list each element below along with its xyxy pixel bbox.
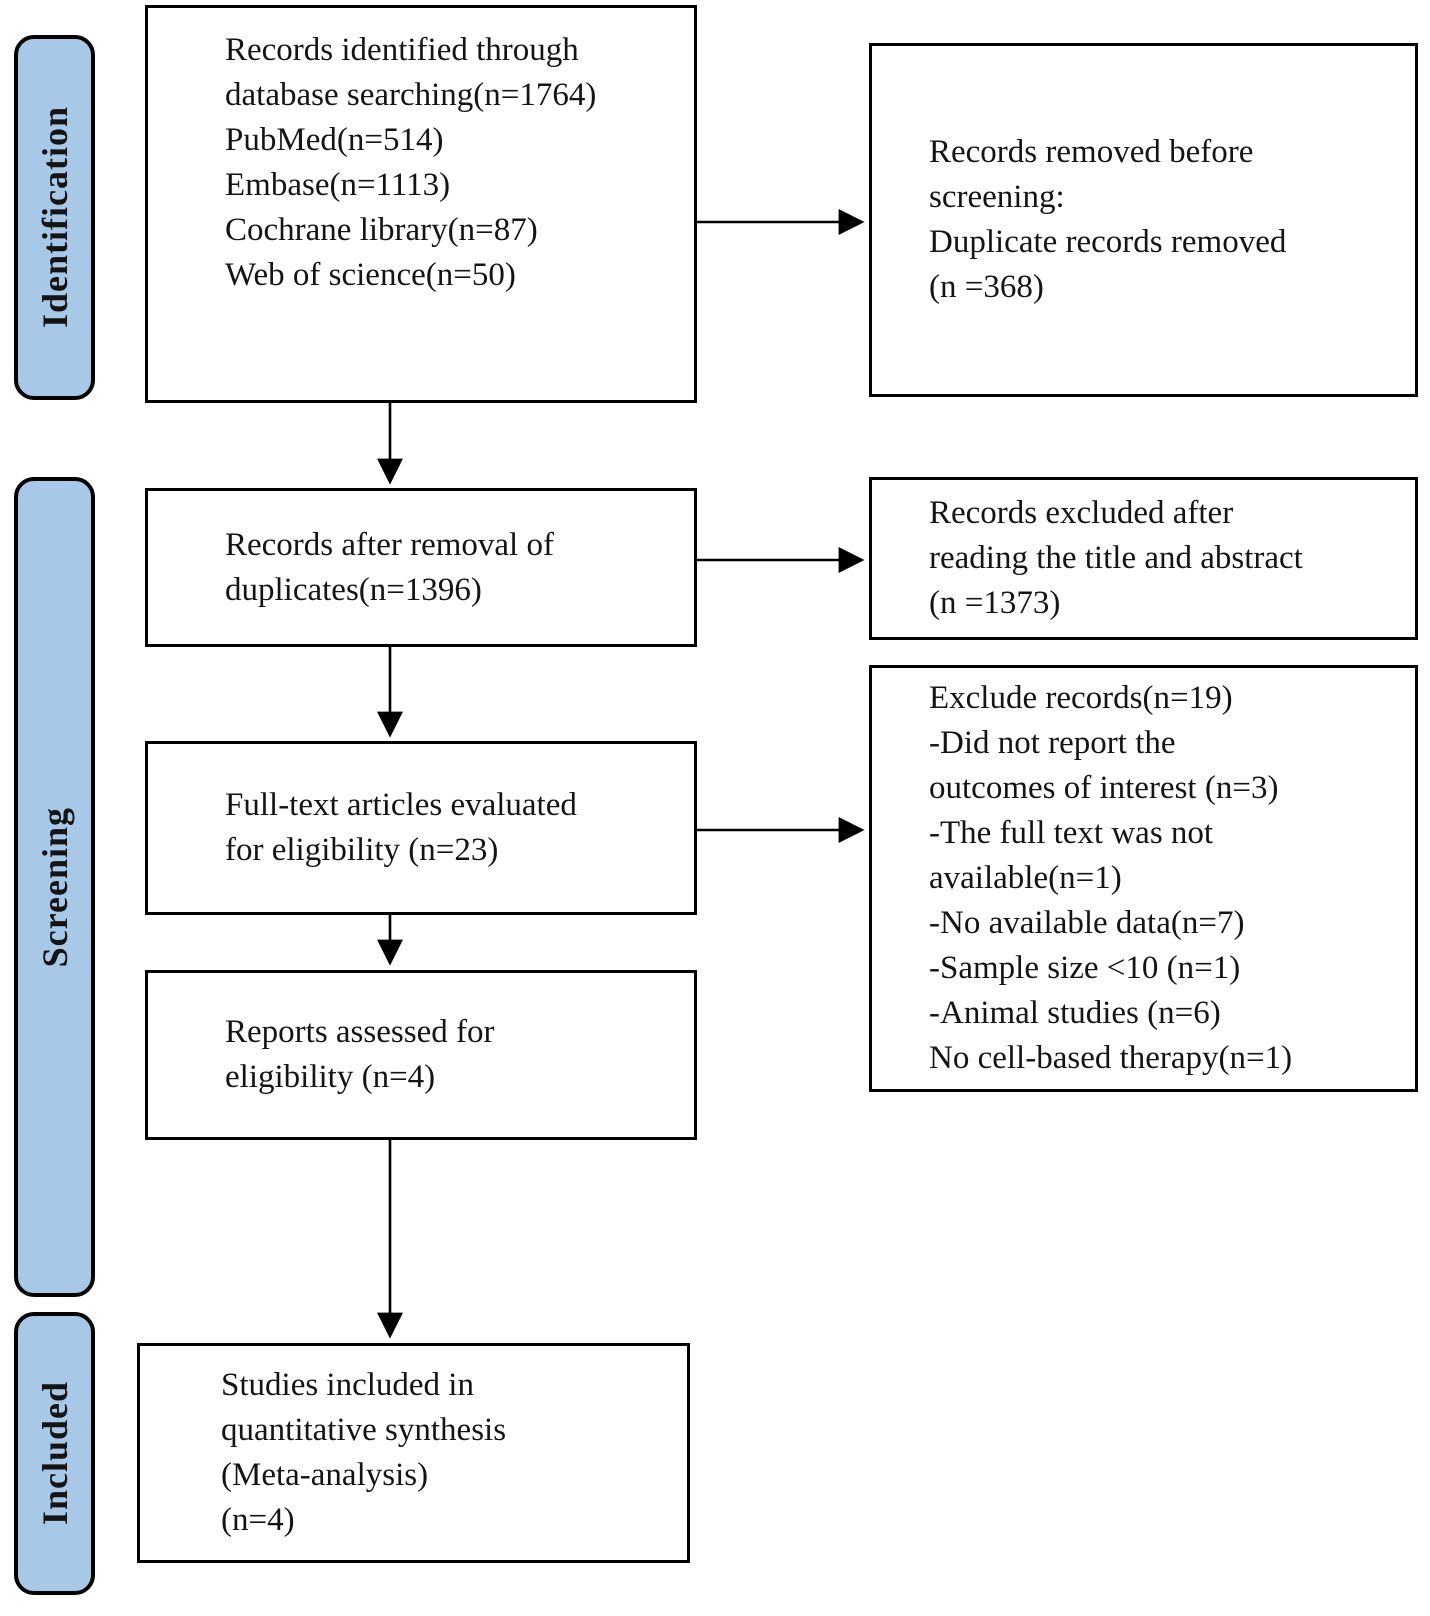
stage-bar-identification: Identification [14,35,95,400]
box-studies-included-text: Studies included in quantitative synthes… [221,1367,507,1538]
box-excluded-records-reasons: Exclude records(n=19) -Did not report th… [869,665,1418,1092]
box-studies-included: Studies included in quantitative synthes… [137,1343,690,1563]
box-records-removed-before-screening-text: Records removed before screening: Duplic… [929,134,1287,305]
box-fulltext-evaluated: Full-text articles evaluated for eligibi… [145,741,697,915]
box-records-identified-text: Records identified through database sear… [225,32,597,293]
stage-bar-included: Included [14,1312,95,1595]
stage-label-included: Included [34,1381,75,1526]
box-records-removed-before-screening: Records removed before screening: Duplic… [869,43,1418,397]
box-reports-assessed-text: Reports assessed for eligibility (n=4) [225,1014,495,1095]
box-records-identified: Records identified through database sear… [145,5,697,403]
box-records-after-duplicates: Records after removal of duplicates(n=13… [145,488,697,647]
box-records-excluded-title-abstract-text: Records excluded after reading the title… [929,495,1303,621]
stage-label-screening: Screening [34,806,75,968]
box-reports-assessed: Reports assessed for eligibility (n=4) [145,970,697,1140]
stage-label-identification: Identification [34,106,75,329]
box-records-excluded-title-abstract: Records excluded after reading the title… [869,477,1418,640]
box-excluded-records-reasons-text: Exclude records(n=19) -Did not report th… [929,680,1293,1076]
box-records-after-duplicates-text: Records after removal of duplicates(n=13… [225,526,554,608]
box-fulltext-evaluated-text: Full-text articles evaluated for eligibi… [225,787,577,868]
stage-bar-screening: Screening [14,477,95,1297]
